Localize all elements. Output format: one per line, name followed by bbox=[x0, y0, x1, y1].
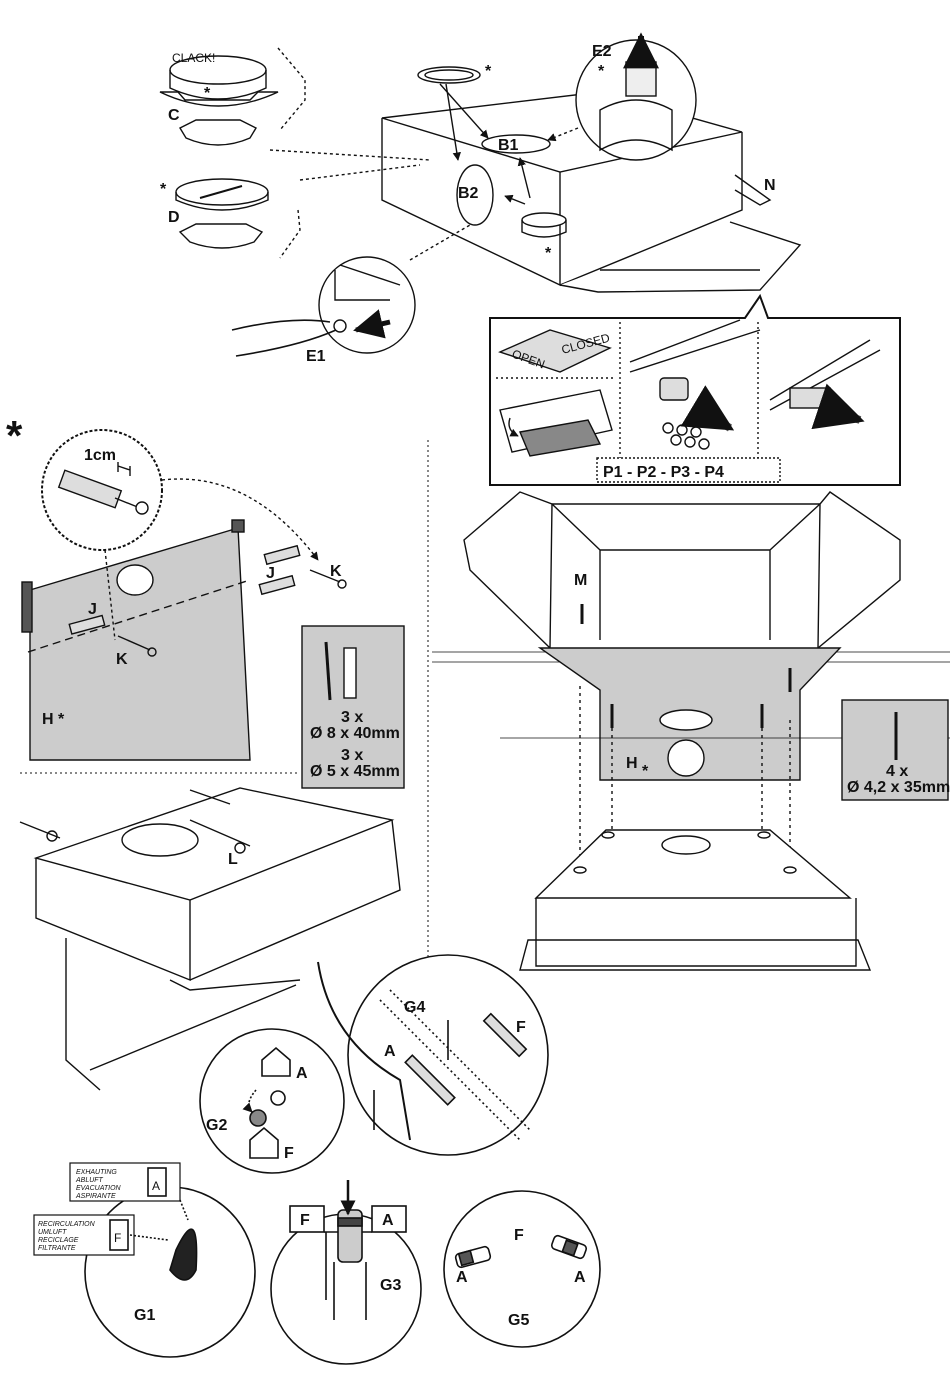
g5-a-left: A bbox=[456, 1269, 468, 1286]
label-g2: G2 bbox=[206, 1117, 227, 1134]
label-l: L bbox=[228, 851, 238, 868]
label-h-wall: H bbox=[42, 711, 54, 728]
label-k-left: K bbox=[116, 651, 128, 668]
label-g5: G5 bbox=[508, 1312, 529, 1329]
star-gasket: * bbox=[485, 63, 492, 80]
label-g3: G3 bbox=[380, 1277, 401, 1294]
recirc-1: RECIRCULATION bbox=[38, 1221, 96, 1228]
ceiling-section bbox=[432, 492, 950, 970]
star-c: * bbox=[204, 85, 211, 102]
label-e1: E1 bbox=[306, 348, 326, 365]
detail-e1 bbox=[232, 225, 470, 356]
exhaust-4: ASPIRANTE bbox=[75, 1193, 116, 1200]
label-c: C bbox=[168, 107, 180, 124]
label-d: D bbox=[168, 209, 180, 226]
g5-f: F bbox=[514, 1227, 524, 1244]
g3-f: F bbox=[300, 1212, 310, 1229]
label-j-left: J bbox=[88, 601, 97, 618]
collar-c-illustration bbox=[160, 56, 278, 145]
clack-label: CLACK! bbox=[172, 51, 215, 65]
recirc-f: F bbox=[114, 1231, 121, 1245]
label-k-right: K bbox=[330, 563, 342, 580]
label-b1: B1 bbox=[498, 137, 519, 154]
exhaust-2: ABLUFT bbox=[75, 1177, 104, 1184]
collar-d-illustration bbox=[176, 179, 268, 248]
g4-f: F bbox=[516, 1019, 526, 1036]
box-spec-1: Ø 8 x 40mm bbox=[310, 725, 400, 742]
star-collar: * bbox=[545, 245, 552, 262]
label-m: M bbox=[574, 572, 587, 589]
g4-a: A bbox=[384, 1043, 396, 1060]
steps-label: P1 - P2 - P3 - P4 bbox=[603, 464, 724, 481]
exhaust-a: A bbox=[152, 1179, 160, 1193]
exhaust-1: EXHAUTING bbox=[76, 1169, 117, 1176]
mode-details bbox=[34, 955, 600, 1364]
detail-g1 bbox=[85, 1187, 255, 1357]
recirc-2: UMLUFT bbox=[38, 1229, 67, 1236]
recirc-4: FILTRANTE bbox=[38, 1245, 76, 1252]
exhaust-3: EVACUATION bbox=[76, 1185, 122, 1192]
star-h-ceiling: * bbox=[642, 763, 649, 780]
dim-1cm: 1cm bbox=[84, 447, 116, 464]
g2-a: A bbox=[296, 1065, 308, 1082]
star-h-wall: * bbox=[58, 711, 65, 728]
label-g1: G1 bbox=[134, 1307, 155, 1324]
panel-p1-p4 bbox=[490, 296, 900, 485]
label-e2: E2 bbox=[592, 43, 612, 60]
recirc-3: RECICLAGE bbox=[38, 1237, 79, 1244]
g2-f: F bbox=[284, 1145, 294, 1162]
label-j-right: J bbox=[266, 565, 275, 582]
box-qty-1: 3 x bbox=[341, 709, 363, 726]
big-star: * bbox=[6, 412, 23, 459]
label-n: N bbox=[764, 177, 776, 194]
box-spec-ceiling: Ø 4,2 x 35mm bbox=[847, 779, 950, 796]
box-spec-2: Ø 5 x 45mm bbox=[310, 763, 400, 780]
box-qty-ceiling: 4 x bbox=[886, 763, 908, 780]
collar-section bbox=[160, 36, 800, 356]
g3-a: A bbox=[382, 1212, 394, 1229]
label-g4: G4 bbox=[404, 999, 425, 1016]
box-qty-2: 3 x bbox=[341, 747, 363, 764]
hood-wall-illustration bbox=[20, 788, 400, 1090]
label-h-ceiling: H bbox=[626, 755, 638, 772]
star-e2: * bbox=[598, 63, 605, 80]
star-d: * bbox=[160, 181, 167, 198]
g5-a-right: A bbox=[574, 1269, 586, 1286]
label-b2: B2 bbox=[458, 185, 479, 202]
